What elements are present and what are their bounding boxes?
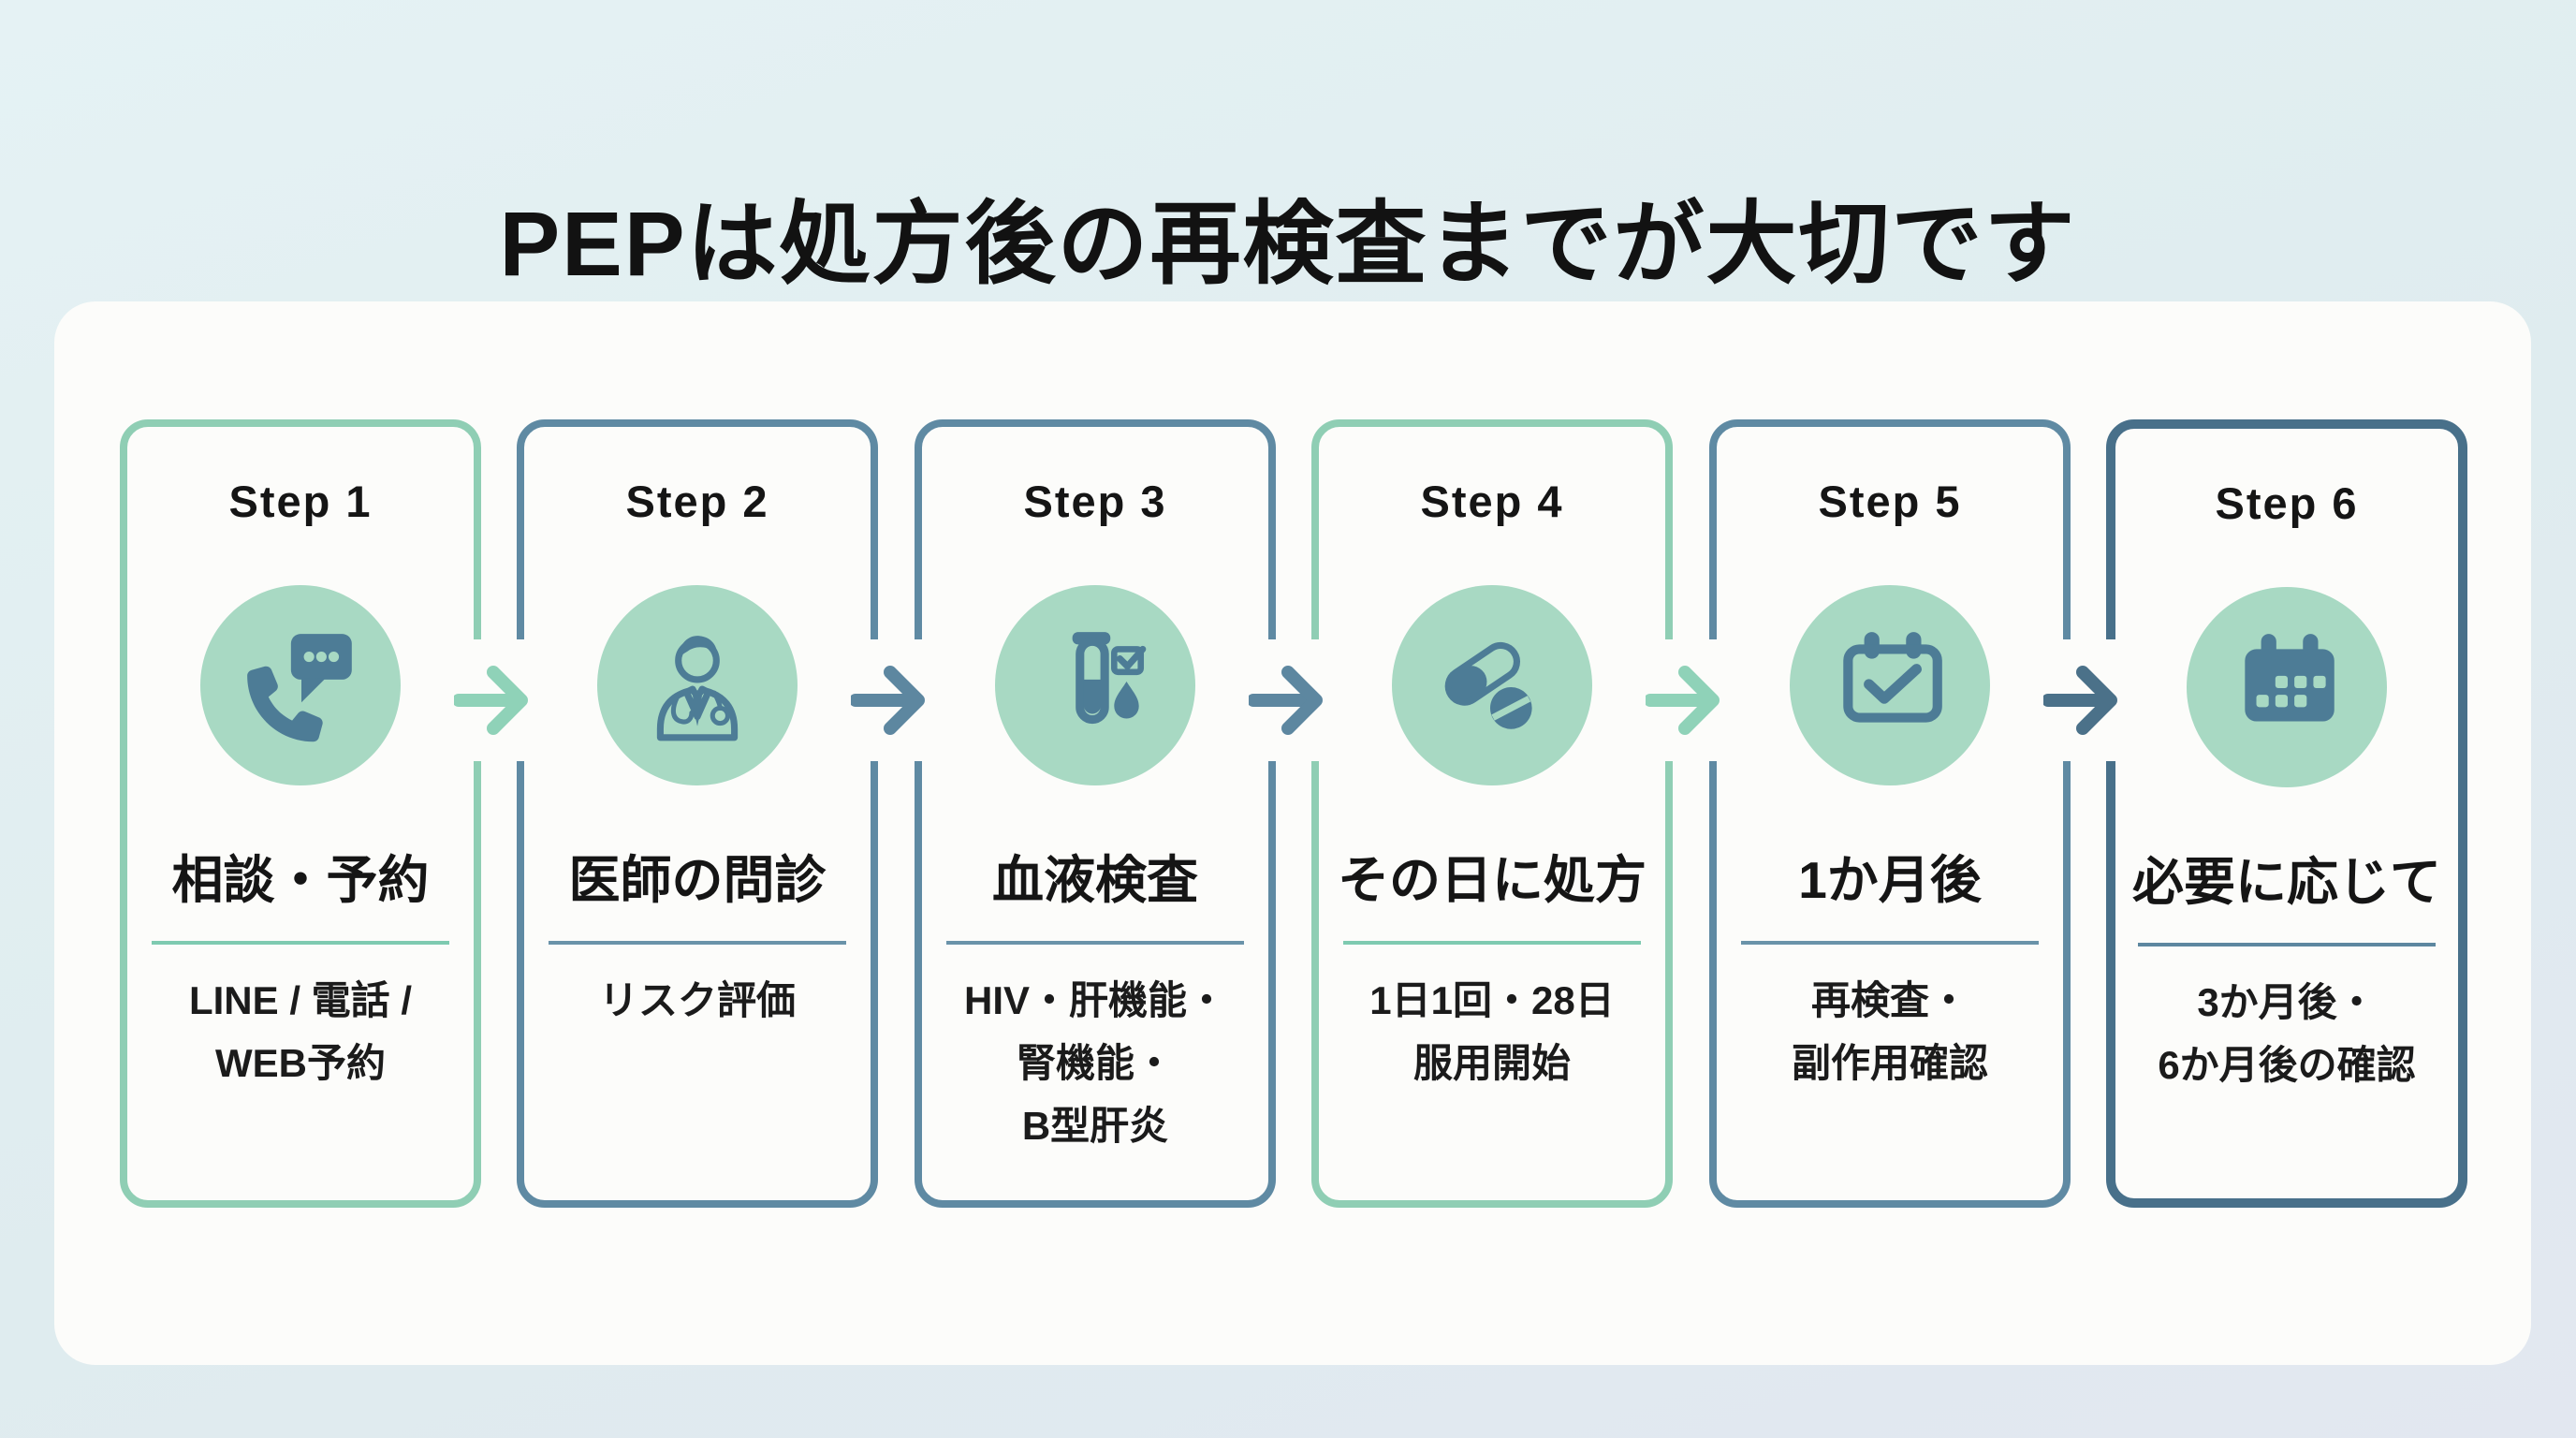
step-number-label: Step 1	[228, 477, 373, 526]
divider	[152, 941, 449, 945]
step-icon-circle	[2187, 587, 2387, 787]
step-detail: リスク評価	[598, 978, 796, 1022]
step-icon-circle	[1790, 585, 1990, 785]
step-number-label: Step 5	[1818, 477, 1962, 526]
step-heading: 相談・予約	[171, 851, 430, 909]
step-detail: HIV・肝機能・ 腎機能・ B型肝炎	[963, 978, 1226, 1149]
step-card: Step 5 1か月後 再検査・ 副作用確認	[1709, 419, 2071, 1208]
doctor-icon	[656, 636, 739, 741]
step-number-label: Step 2	[625, 477, 769, 526]
step-heading: 血液検査	[991, 851, 1198, 909]
divider	[946, 941, 1244, 945]
divider	[549, 941, 846, 945]
step-detail: 再検査・ 副作用確認	[1791, 978, 1988, 1086]
step-number-label: Step 6	[2215, 478, 2359, 528]
step-icon-circle	[200, 585, 401, 785]
step-card: Step 1 相談・予約 LINE / 電話 / WEB予約	[120, 419, 481, 1208]
step-card: Step 4 その日に処方 1日1回・28日 服用開始	[1311, 419, 1673, 1208]
step-number-label: Step 3	[1023, 477, 1167, 526]
step-number-label: Step 4	[1420, 477, 1564, 526]
page-title: PEPは処方後の再検査までが大切です	[499, 192, 2077, 295]
step-detail: 3か月後・ 6か月後の確認	[2158, 980, 2416, 1088]
blood-test-icon	[1072, 632, 1147, 725]
step-detail: 1日1回・28日 服用開始	[1369, 978, 1615, 1086]
step-icon-circle	[597, 585, 798, 785]
phone-chat-icon	[247, 634, 352, 742]
step-heading: 必要に応じて	[2131, 853, 2441, 911]
pills-icon	[1444, 641, 1532, 729]
step-icon-circle	[1392, 585, 1592, 785]
divider	[2138, 943, 2436, 946]
step-heading: 1か月後	[1798, 851, 1982, 909]
calendar-grid-icon	[2245, 634, 2334, 722]
step-card: Step 2 医師の問診 リスク評価	[517, 419, 878, 1208]
steps-panel: Step 1 相談・予約 LINE / 電話 / WEB予約 Step 2	[54, 301, 2531, 1365]
step-icon-circle	[995, 585, 1195, 785]
arrow-right-icon	[826, 639, 966, 761]
arrow-right-icon	[1620, 639, 1761, 761]
divider	[1343, 941, 1641, 945]
divider	[1741, 941, 2039, 945]
arrow-right-icon	[1223, 639, 1364, 761]
step-card: Step 6 必要に応じて 3か月後・ 6か月後の確認	[2106, 419, 2467, 1208]
arrow-right-icon	[429, 639, 569, 761]
step-card: Step 3 血液検査 HIV・肝機能・ 腎機能・ B型肝炎	[915, 419, 1276, 1208]
step-heading: 医師の問診	[568, 851, 827, 909]
calendar-check-icon	[1843, 632, 1942, 723]
step-detail: LINE / 電話 / WEB予約	[188, 978, 412, 1086]
step-heading: その日に処方	[1337, 851, 1647, 909]
arrow-right-icon	[2018, 639, 2159, 761]
